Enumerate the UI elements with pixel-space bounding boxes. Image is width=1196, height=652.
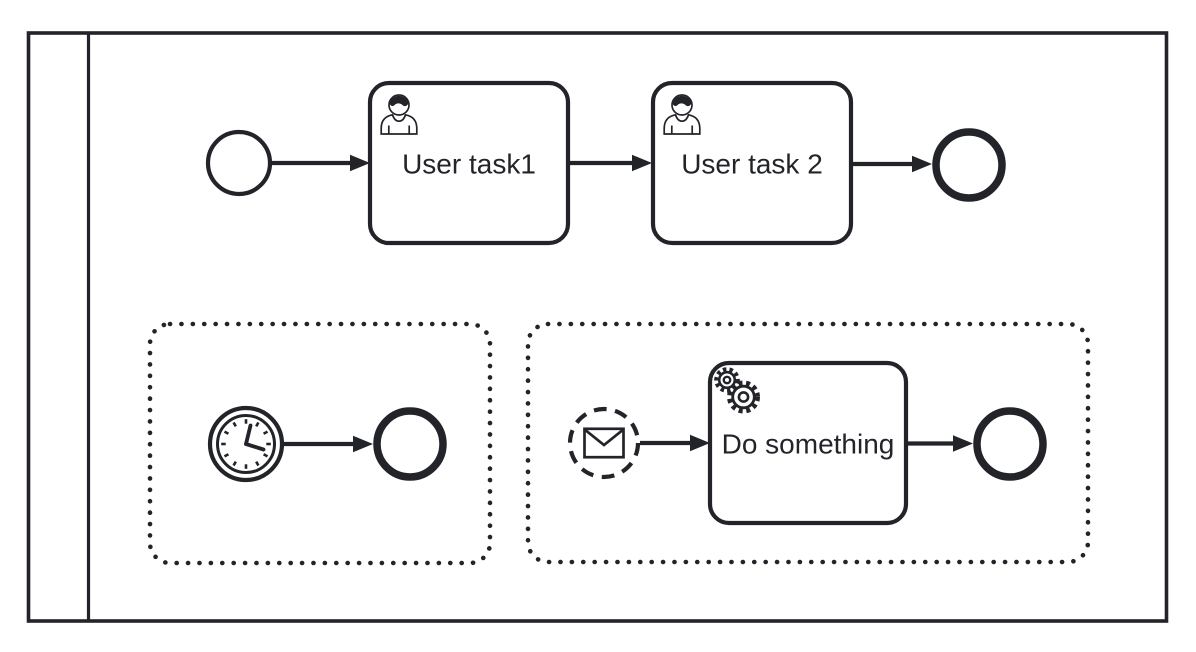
event-subprocess-border — [147, 321, 493, 566]
arrowhead-icon — [912, 155, 932, 173]
start-event[interactable] — [205, 129, 273, 197]
sequence-flow-message-to-task[interactable] — [640, 434, 710, 452]
gears-icon — [714, 367, 760, 414]
end-event-main[interactable] — [932, 128, 1006, 202]
pool-border — [26, 31, 1169, 623]
end-event-timer-subprocess[interactable] — [373, 407, 447, 481]
end-event-circle — [373, 407, 447, 481]
event-subprocess-message[interactable] — [525, 321, 1091, 565]
clock-icon — [221, 419, 271, 469]
arrowhead-icon — [953, 435, 973, 452]
task-border — [707, 360, 909, 526]
arrowhead-icon — [632, 154, 652, 172]
user-icon — [663, 94, 701, 135]
end-event-message-subprocess[interactable] — [973, 407, 1047, 481]
message-start-event[interactable] — [567, 406, 641, 480]
pool[interactable] — [26, 31, 1169, 623]
service-task-do-something[interactable]: Do something — [707, 360, 909, 526]
task-border — [650, 80, 854, 246]
arrowhead-icon — [353, 435, 373, 453]
gear-small-teeth — [714, 367, 740, 393]
sequence-flow-task-to-end[interactable] — [907, 435, 973, 452]
end-event-circle — [932, 128, 1006, 202]
start-event-circle — [205, 129, 273, 197]
timer-start-event[interactable] — [207, 405, 285, 483]
end-event-circle — [973, 407, 1047, 481]
event-subprocess-border — [525, 321, 1091, 565]
envelope-icon — [583, 427, 625, 459]
user-task-1[interactable]: User task1 — [367, 80, 571, 246]
sequence-flow-task2-to-end[interactable] — [852, 155, 932, 173]
user-task-2[interactable]: User task 2 — [650, 80, 854, 246]
event-subprocess-timer[interactable] — [147, 321, 493, 566]
user-icon — [380, 94, 418, 135]
arrowhead-icon — [690, 434, 710, 452]
arrowhead-icon — [350, 154, 370, 172]
sequence-flow-task1-to-task2[interactable] — [569, 154, 652, 172]
task-label: User task1 — [402, 149, 536, 180]
task-label: Do something — [722, 429, 895, 460]
clock-minute-hand — [244, 423, 253, 446]
task-label: User task 2 — [681, 149, 823, 180]
task-border — [367, 80, 571, 246]
clock-hour-hand — [244, 442, 266, 452]
gear-large-teeth — [727, 380, 760, 414]
sequence-flow-timer-to-end[interactable] — [284, 435, 373, 453]
sequence-flow-start-to-task1[interactable] — [271, 154, 370, 172]
